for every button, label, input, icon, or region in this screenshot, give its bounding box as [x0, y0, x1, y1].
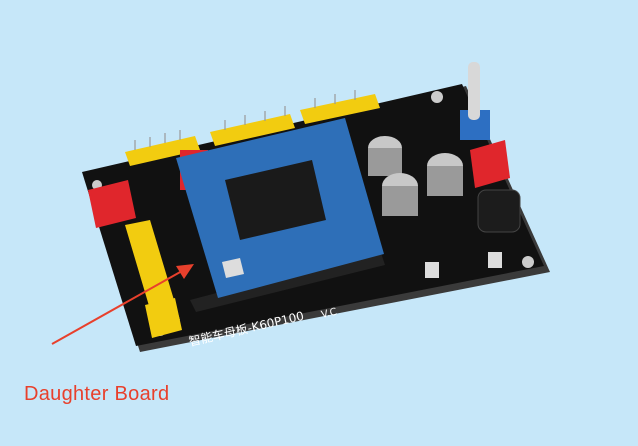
toggle-switch [460, 62, 490, 140]
reset-button [222, 258, 244, 278]
mount-hole [522, 256, 534, 268]
inductor [477, 189, 521, 233]
button [488, 252, 502, 268]
arrow-head-icon [176, 264, 194, 279]
mount-hole [431, 91, 443, 103]
dip-switch [88, 180, 136, 228]
pin-headers [125, 94, 380, 338]
daughter-board-label: Daughter Board [24, 383, 170, 405]
daughter-board [176, 118, 385, 312]
power-terminal [470, 140, 510, 188]
button [425, 262, 439, 278]
capacitors [368, 136, 463, 216]
annotation-arrow [51, 264, 194, 345]
silkscreen-version: V.C [320, 307, 338, 321]
mcu-chip [225, 160, 326, 240]
